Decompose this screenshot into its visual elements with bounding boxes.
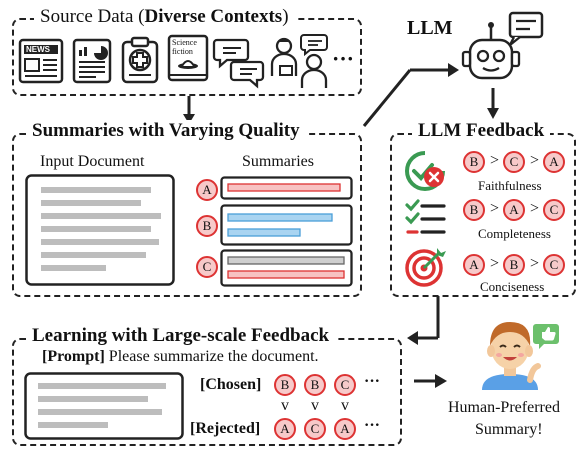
source-data-title: Source Data (Diverse Contexts) (34, 6, 295, 28)
completeness-op-2: > (530, 200, 540, 217)
result-line-2: Summary! (475, 421, 543, 438)
chosen-2: B (304, 374, 326, 396)
summary-marker-a: A (196, 179, 218, 201)
vs-1: v (281, 397, 289, 414)
completeness-icon (404, 198, 446, 238)
faithfulness-rank-1: B (463, 151, 485, 173)
source-ellipsis: ··· (332, 46, 355, 71)
newspaper-label: NEWS (26, 45, 50, 54)
vs-2: v (311, 397, 319, 414)
prompt-tag: [Prompt] (42, 348, 105, 365)
summary-marker-b: B (196, 215, 218, 237)
arrow-learning-to-result (414, 374, 448, 388)
people-conversation-icon (270, 32, 330, 88)
arrow-source-to-summaries (182, 96, 196, 126)
summary-c-card (220, 249, 353, 287)
completeness-op-1: > (490, 200, 500, 217)
conciseness-rank-3: C (543, 254, 565, 276)
chosen-label: [Chosen] (200, 376, 262, 393)
faithfulness-label: Faithfulness (478, 178, 542, 193)
happy-person-icon (460, 318, 560, 390)
llm-label: LLM (407, 17, 453, 39)
summary-a-card (220, 176, 353, 200)
conciseness-rank-2: B (503, 254, 525, 276)
summary-marker-c: C (196, 256, 218, 278)
rejected-2: C (304, 418, 326, 440)
chosen-1: B (274, 374, 296, 396)
report-icon (72, 38, 112, 84)
summaries-title: Summaries with Varying Quality (26, 120, 306, 142)
learning-title: Learning with Large-scale Feedback (26, 325, 336, 347)
completeness-rank-3: C (543, 199, 565, 221)
robot-icon (458, 10, 548, 85)
chat-bubbles-icon (212, 36, 266, 89)
conciseness-op-2: > (530, 255, 540, 272)
conciseness-rank-1: A (463, 254, 485, 276)
newspaper-icon: NEWS (18, 38, 64, 84)
conciseness-target-icon (404, 246, 448, 288)
completeness-label: Completeness (478, 226, 551, 241)
prompt-line: [Prompt] Please summarize the document. (42, 348, 319, 366)
faithfulness-icon (404, 150, 446, 192)
arrow-llm-to-feedback (486, 88, 500, 122)
rejected-1: A (274, 418, 296, 440)
summaries-label: Summaries (242, 153, 314, 170)
chosen-ellipsis: ··· (364, 373, 381, 390)
input-document-label: Input Document (40, 153, 145, 170)
conciseness-op-1: > (490, 255, 500, 272)
faithfulness-op-1: > (490, 152, 500, 169)
science-fiction-book-icon: Science fiction (167, 34, 209, 84)
faithfulness-op-2: > (530, 152, 540, 169)
faithfulness-rank-3: A (543, 151, 565, 173)
arrow-feedback-to-learning (404, 296, 444, 346)
rejected-label: [Rejected] (190, 420, 261, 437)
conciseness-label: Conciseness (480, 279, 545, 294)
rejected-ellipsis: ··· (364, 417, 381, 434)
faithfulness-rank-2: C (503, 151, 525, 173)
chosen-3: C (334, 374, 356, 396)
arrow-summaries-to-llm (360, 60, 460, 130)
rejected-3: A (334, 418, 356, 440)
learning-document (24, 372, 184, 440)
input-document (25, 174, 175, 286)
science-fiction-label: Science fiction (172, 38, 197, 56)
prompt-text: Please summarize the document. (104, 348, 319, 365)
vs-3: v (341, 397, 349, 414)
medical-record-icon (120, 36, 160, 84)
completeness-rank-2: A (503, 199, 525, 221)
summary-b-card (220, 204, 353, 246)
result-line-1: Human-Preferred (448, 399, 560, 416)
completeness-rank-1: B (463, 199, 485, 221)
llm-feedback-title: LLM Feedback (412, 120, 551, 142)
